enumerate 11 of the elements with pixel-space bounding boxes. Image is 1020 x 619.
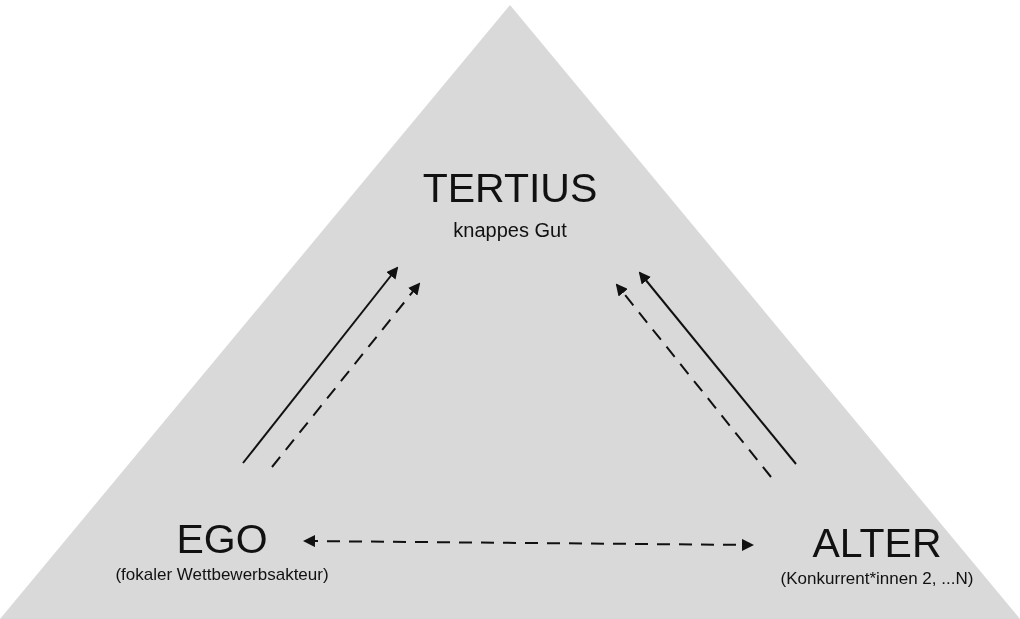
arrow bbox=[303, 535, 754, 551]
arrow bbox=[638, 271, 797, 465]
arrow bbox=[271, 282, 421, 468]
node-title: ALTER bbox=[812, 521, 942, 567]
node-title: EGO bbox=[176, 517, 268, 563]
node-title: TERTIUS bbox=[422, 166, 598, 212]
arrow bbox=[615, 283, 772, 478]
node-subtitle: (Konkurrent*innen 2, ...N) bbox=[780, 568, 974, 591]
arrow bbox=[242, 266, 399, 464]
node-subtitle: knappes Gut bbox=[453, 218, 567, 244]
node-subtitle: (fokaler Wettbewerbsakteur) bbox=[115, 564, 329, 587]
